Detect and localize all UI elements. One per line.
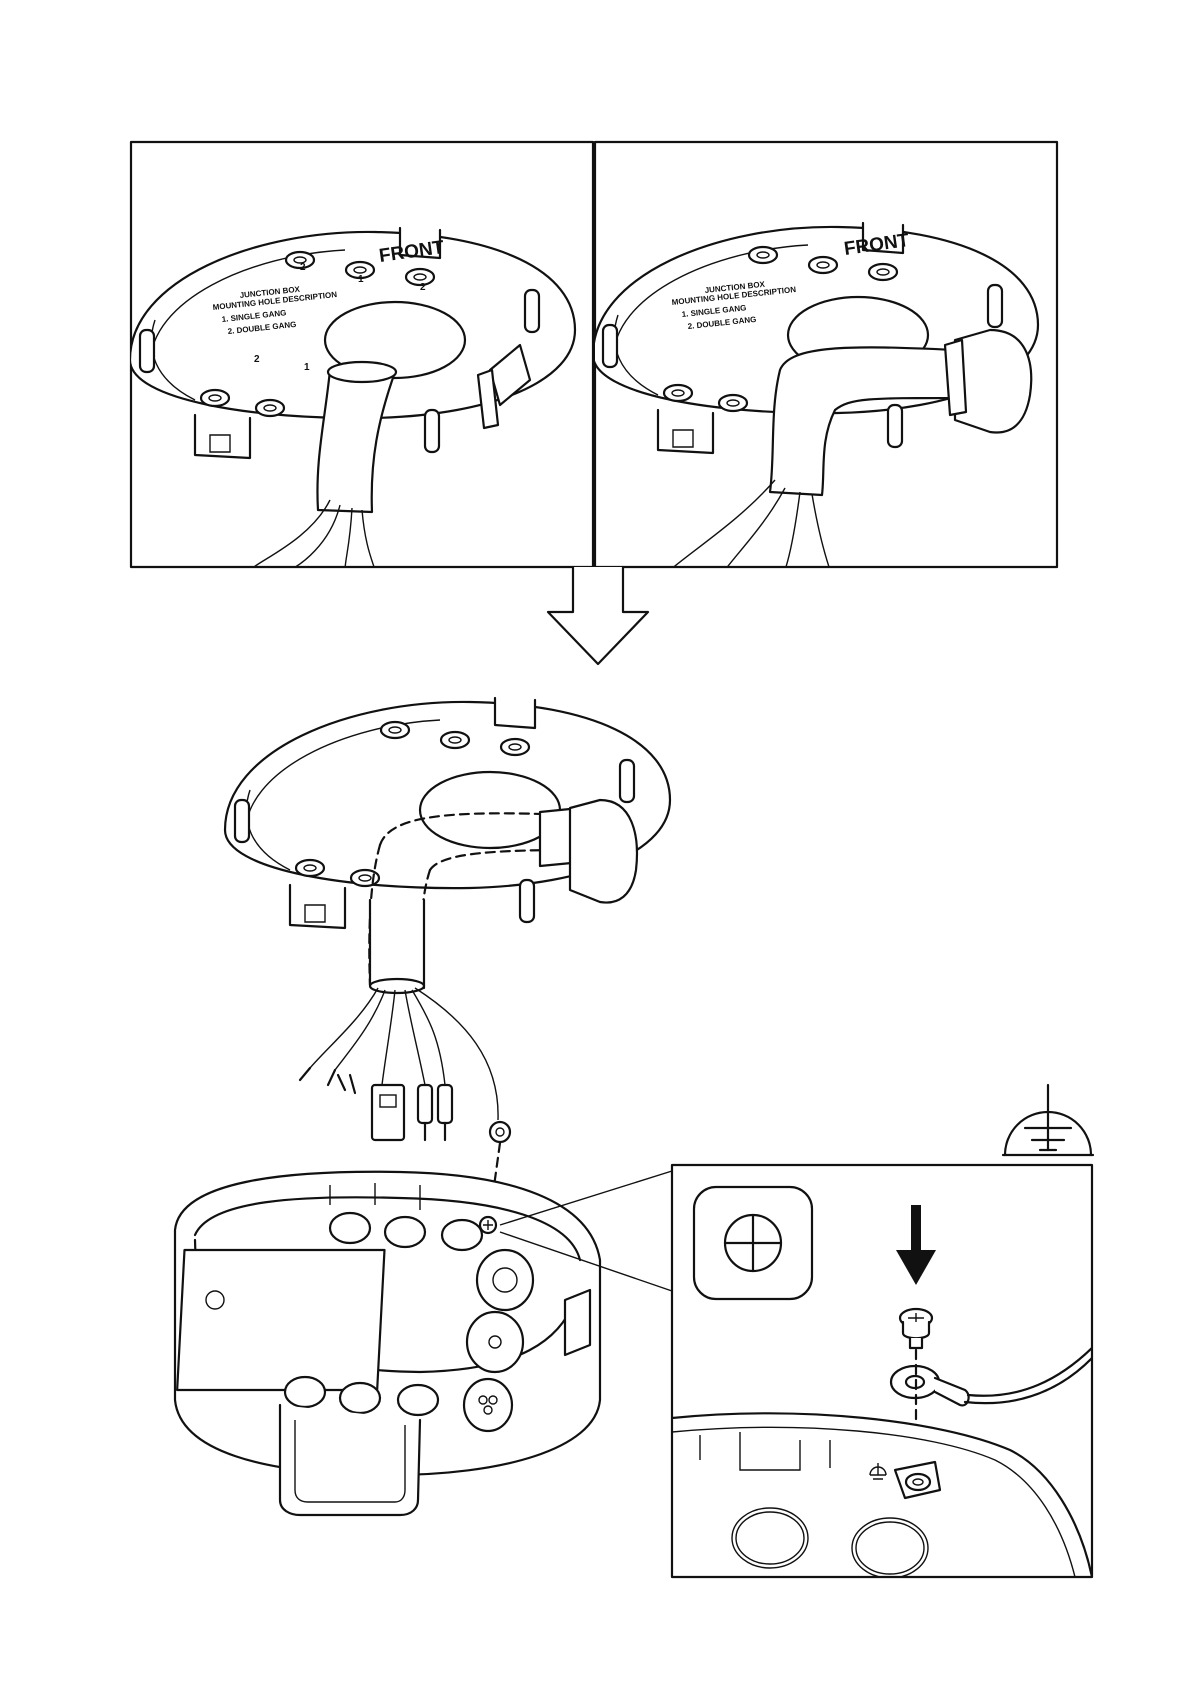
protective-earth-icon	[1003, 1085, 1093, 1155]
camera-housing	[175, 1172, 600, 1515]
hole-num: 2	[254, 354, 260, 365]
hole-num: 1	[358, 274, 364, 285]
hole-num: 1	[304, 362, 310, 373]
hole-num: 2	[420, 282, 426, 293]
plate-step-2	[593, 223, 1038, 570]
down-arrow-icon	[896, 1205, 936, 1285]
plate-step-3	[225, 698, 670, 1215]
hole-num: 2	[300, 262, 306, 273]
plate-step-1	[130, 228, 575, 570]
down-arrow-icon	[548, 567, 648, 664]
